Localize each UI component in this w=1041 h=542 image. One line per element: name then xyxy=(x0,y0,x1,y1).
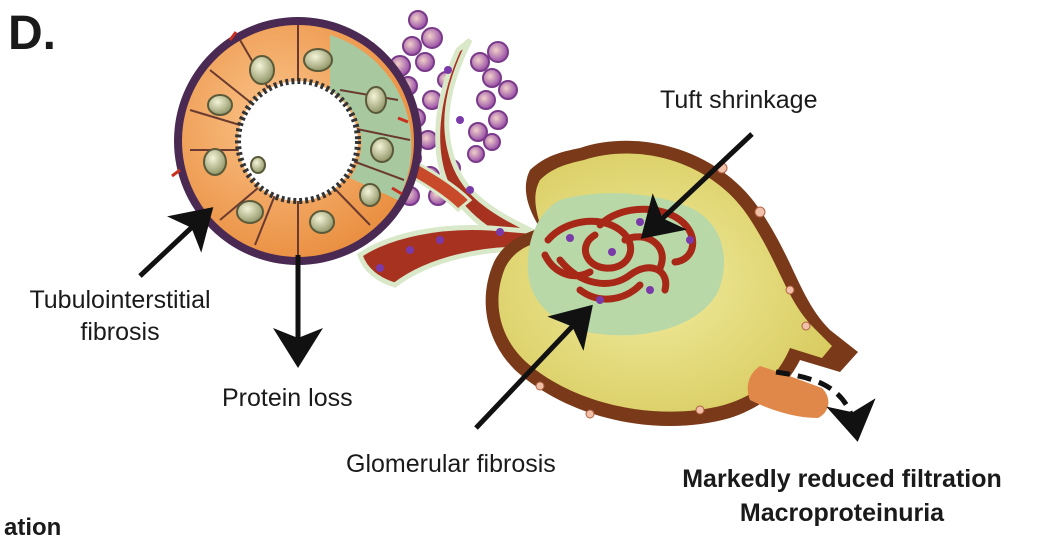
outcome-line1: Markedly reduced filtration xyxy=(650,462,1034,496)
tubulointerstitial-label-line2: fibrosis xyxy=(0,316,240,348)
tubulointerstitial-label-line1: Tubulointerstitial xyxy=(0,284,240,316)
tubulointerstitial-fibrosis-label: Tubulointerstitial fibrosis xyxy=(0,284,240,348)
glomerular-fibrosis-label: Glomerular fibrosis xyxy=(346,448,556,480)
panel-letter: D. xyxy=(8,10,56,58)
protein-loss-label: Protein loss xyxy=(222,382,353,414)
outcome-label: Markedly reduced filtration Macroprotein… xyxy=(650,462,1034,530)
cutoff-text: ation xyxy=(4,514,61,542)
arrow-tubulointerstitial xyxy=(140,214,206,276)
outcome-line2: Macroproteinuria xyxy=(650,496,1034,530)
tuft-shrinkage-label: Tuft shrinkage xyxy=(660,84,817,116)
tubule-cross-section xyxy=(172,17,422,265)
glomerular-capsule xyxy=(486,141,858,426)
